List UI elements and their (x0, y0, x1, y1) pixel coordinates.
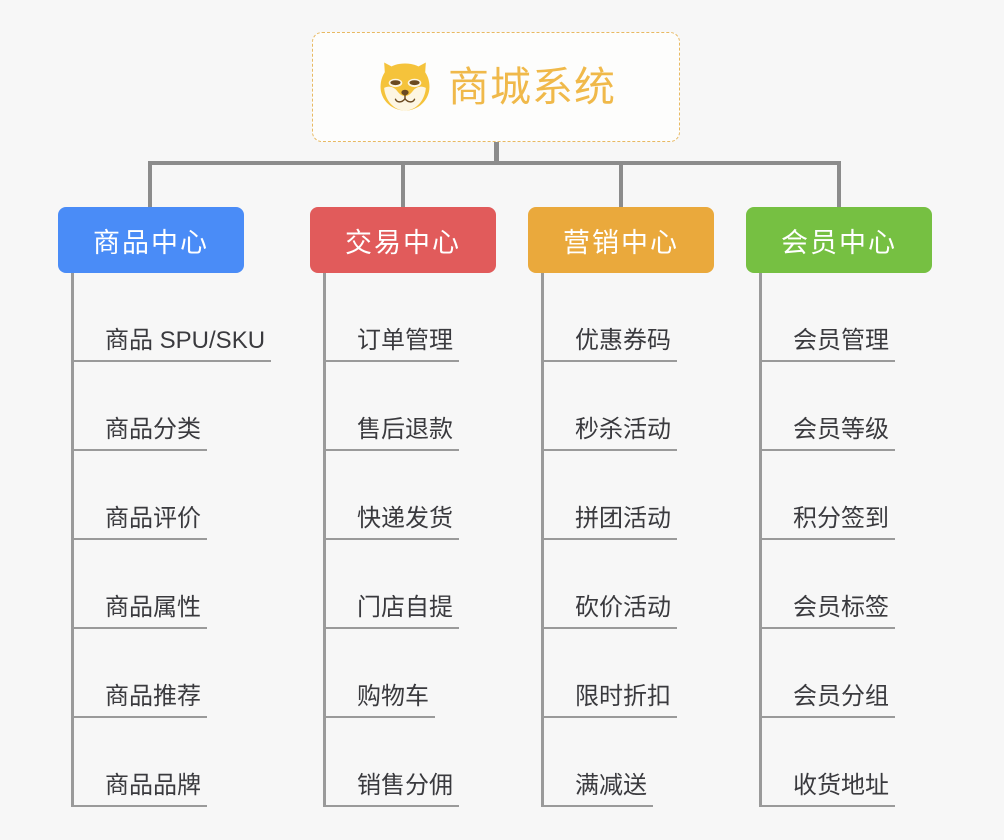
leaf-label: 购物车 (357, 683, 429, 710)
branch-header-marketing-center[interactable]: 营销中心 (528, 207, 714, 273)
leaf-label: 订单管理 (357, 327, 453, 354)
leaf-underline (71, 360, 271, 362)
leaf-item[interactable]: 商品品牌 (71, 718, 211, 807)
leaf-underline (541, 805, 653, 807)
leaf-item[interactable]: 满减送 (541, 718, 657, 807)
leaf-label: 快递发货 (357, 505, 453, 532)
leaf-underline (759, 805, 895, 807)
branch-header-label: 会员中心 (781, 227, 897, 258)
root-node[interactable]: 商城系统 (312, 32, 680, 142)
leaf-underline (759, 538, 895, 540)
branch-header-member-center[interactable]: 会员中心 (746, 207, 932, 273)
leaf-label: 会员管理 (793, 327, 889, 354)
leaf-label: 售后退款 (357, 416, 453, 443)
leaf-label: 满减送 (575, 772, 647, 799)
leaf-item[interactable]: 会员标签 (759, 540, 899, 629)
branch-spine-trade-center (323, 273, 326, 807)
leaf-item[interactable]: 商品分类 (71, 362, 211, 451)
leaf-item[interactable]: 积分签到 (759, 451, 899, 540)
root-title: 商城系统 (448, 63, 616, 110)
leaf-label: 商品品牌 (105, 772, 201, 799)
leaf-label: 商品分类 (105, 416, 201, 443)
leaf-item[interactable]: 拼团活动 (541, 451, 681, 540)
leaf-item[interactable]: 门店自提 (323, 540, 463, 629)
leaf-label: 砍价活动 (575, 594, 671, 621)
leaf-underline (759, 360, 895, 362)
leaf-item[interactable]: 商品评价 (71, 451, 211, 540)
branch-header-label: 商品中心 (93, 227, 209, 258)
leaf-item[interactable]: 收货地址 (759, 718, 899, 807)
leaf-label: 限时折扣 (575, 683, 671, 710)
leaf-label: 门店自提 (357, 594, 453, 621)
leaf-underline (759, 449, 895, 451)
leaf-item[interactable]: 砍价活动 (541, 540, 681, 629)
leaf-item[interactable]: 商品属性 (71, 540, 211, 629)
leaf-item[interactable]: 商品 SPU/SKU (71, 273, 275, 362)
connector-drop-marketing-center (619, 161, 623, 207)
leaf-underline (323, 805, 459, 807)
connector-bus (149, 161, 841, 165)
connector-root-stem (494, 142, 499, 165)
leaf-underline (541, 627, 677, 629)
leaf-label: 收货地址 (793, 772, 889, 799)
leaf-underline (323, 538, 459, 540)
leaf-label: 商品属性 (105, 594, 201, 621)
leaf-label: 商品推荐 (105, 683, 201, 710)
leaf-underline (759, 627, 895, 629)
leaf-item[interactable]: 快递发货 (323, 451, 463, 540)
leaf-item[interactable]: 限时折扣 (541, 629, 681, 718)
leaf-item[interactable]: 商品推荐 (71, 629, 211, 718)
leaf-underline (71, 449, 207, 451)
leaf-label: 商品评价 (105, 505, 201, 532)
branch-header-label: 营销中心 (563, 227, 679, 258)
leaf-item[interactable]: 秒杀活动 (541, 362, 681, 451)
leaf-label: 商品 SPU/SKU (105, 327, 266, 354)
leaf-label: 积分签到 (793, 505, 889, 532)
leaf-label: 会员标签 (793, 594, 889, 621)
leaf-underline (541, 538, 677, 540)
leaf-underline (71, 627, 207, 629)
leaf-underline (71, 716, 207, 718)
leaf-underline (323, 716, 435, 718)
branch-spine-product-center (71, 273, 74, 807)
connector-drop-product-center (148, 161, 152, 207)
leaf-item[interactable]: 售后退款 (323, 362, 463, 451)
connector-drop-trade-center (401, 161, 405, 207)
leaf-underline (541, 360, 677, 362)
leaf-item[interactable]: 会员分组 (759, 629, 899, 718)
branch-header-label: 交易中心 (345, 227, 461, 258)
leaf-label: 销售分佣 (357, 772, 453, 799)
leaf-item[interactable]: 销售分佣 (323, 718, 463, 807)
leaf-underline (541, 716, 677, 718)
branch-spine-marketing-center (541, 273, 544, 807)
branch-spine-member-center (759, 273, 762, 807)
connector-drop-member-center (837, 161, 841, 207)
leaf-label: 拼团活动 (575, 505, 671, 532)
shiba-dog-face-icon (380, 62, 430, 111)
leaf-item[interactable]: 会员管理 (759, 273, 899, 362)
leaf-item[interactable]: 会员等级 (759, 362, 899, 451)
leaf-item[interactable]: 优惠券码 (541, 273, 681, 362)
leaf-underline (759, 716, 895, 718)
leaf-label: 优惠券码 (575, 327, 671, 354)
leaf-item[interactable]: 订单管理 (323, 273, 463, 362)
branch-header-trade-center[interactable]: 交易中心 (310, 207, 496, 273)
leaf-underline (323, 627, 459, 629)
leaf-label: 会员分组 (793, 683, 889, 710)
leaf-underline (323, 360, 459, 362)
branch-header-product-center[interactable]: 商品中心 (58, 207, 244, 273)
leaf-underline (323, 449, 459, 451)
leaf-underline (541, 449, 677, 451)
leaf-label: 秒杀活动 (575, 416, 671, 443)
leaf-label: 会员等级 (793, 416, 889, 443)
leaf-item[interactable]: 购物车 (323, 629, 439, 718)
leaf-underline (71, 538, 207, 540)
leaf-underline (71, 805, 207, 807)
